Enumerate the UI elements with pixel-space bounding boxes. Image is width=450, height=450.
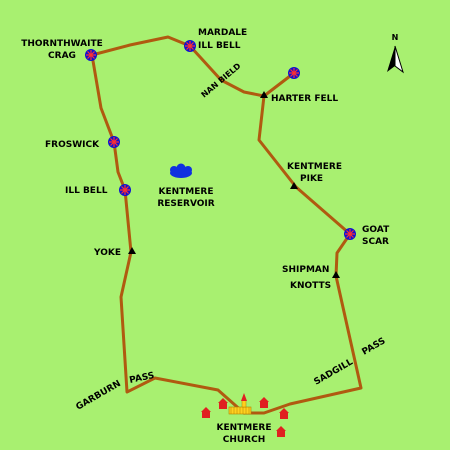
froswick-label: FROSWICK: [45, 140, 100, 150]
house-icon: [218, 398, 228, 409]
church-label: KENTMERE: [217, 423, 272, 433]
thornthwaite-crag-label: CRAG: [48, 51, 76, 61]
house-icon: [259, 397, 269, 408]
mardale-label: MARDALE: [198, 28, 247, 38]
yoke-trig-icon: [128, 247, 136, 254]
reservoir-label: KENTMERE: [159, 187, 214, 197]
harter-fell-trig-icon: [260, 91, 268, 98]
harter-fell-top-cairn-icon: [288, 67, 300, 79]
ill-bell-cairn-icon: [119, 184, 131, 196]
thornthwaite-label: THORNTHWAITE: [21, 39, 103, 49]
thornthwaite-crag-cairn-icon: [85, 49, 97, 61]
kentmere-pike-trig-icon: [290, 182, 298, 189]
north-label: N: [392, 33, 399, 42]
shipman-knotts-label: SHIPMAN: [282, 265, 329, 275]
reservoir-water-icon: [170, 163, 192, 178]
north-arrow-icon: [387, 45, 404, 74]
house-icon: [201, 407, 211, 418]
mardale-ill-bell-label: ILL BELL: [198, 41, 241, 51]
shipman-knotts-label-2: KNOTTS: [290, 281, 331, 291]
goat-scar-cairn-icon: [344, 228, 356, 240]
harter-fell-label: HARTER FELL: [271, 94, 338, 104]
church-label-2: CHURCH: [223, 435, 266, 445]
house-icon: [279, 408, 289, 419]
kentmere-pike-label-2: PIKE: [300, 174, 323, 184]
froswick-cairn-icon: [108, 136, 120, 148]
goat-scar-label: GOAT: [362, 225, 390, 235]
kentmere-pike-label: KENTMERE: [287, 162, 342, 172]
church-icon: [228, 393, 252, 415]
yoke-label: YOKE: [93, 248, 121, 258]
walking-route: [90, 35, 363, 415]
goat-scar-label-2: SCAR: [362, 237, 389, 247]
mardale-ill-bell-cairn-icon: [184, 40, 196, 52]
shipman-knotts-trig-icon: [332, 271, 340, 278]
house-icon: [276, 426, 286, 437]
reservoir-label-2: RESERVOIR: [157, 199, 214, 209]
ill-bell-label: ILL BELL: [65, 186, 108, 196]
